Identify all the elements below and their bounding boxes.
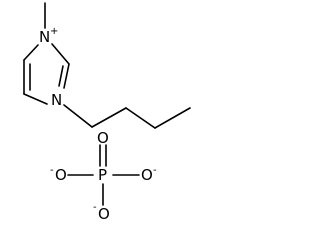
butyl-bond-2 [91, 107, 127, 128]
n-label: N [51, 91, 62, 109]
o-left-charge: - [50, 165, 54, 176]
bond-n3-c4 [23, 44, 39, 61]
butyl-bond-1 [63, 104, 93, 128]
butyl-bond-3 [125, 107, 156, 129]
butyl-bond-4 [154, 107, 191, 129]
n-plus-charge: + [50, 26, 58, 37]
bond-c5-n1 [23, 93, 48, 105]
bond-c2-n1 [63, 63, 70, 89]
o-double-label: O [97, 129, 109, 147]
o-left-label: O [55, 166, 67, 184]
structure-diagram: N + N O P - O O - - O [23, 2, 191, 223]
n-plus-label: N [39, 28, 50, 46]
o-right-label: O [141, 166, 153, 184]
o-bottom-label: O [98, 205, 110, 223]
bond-n3-c2 [51, 43, 70, 65]
o-right-charge: - [153, 165, 157, 176]
o-bottom-charge: - [93, 202, 97, 213]
phosphate-anion: O P - O O - - O [50, 129, 157, 223]
p-label: P [98, 166, 107, 184]
imidazolium-cation: N + N [23, 2, 191, 129]
bond-c2-n1-inner [58, 65, 64, 87]
